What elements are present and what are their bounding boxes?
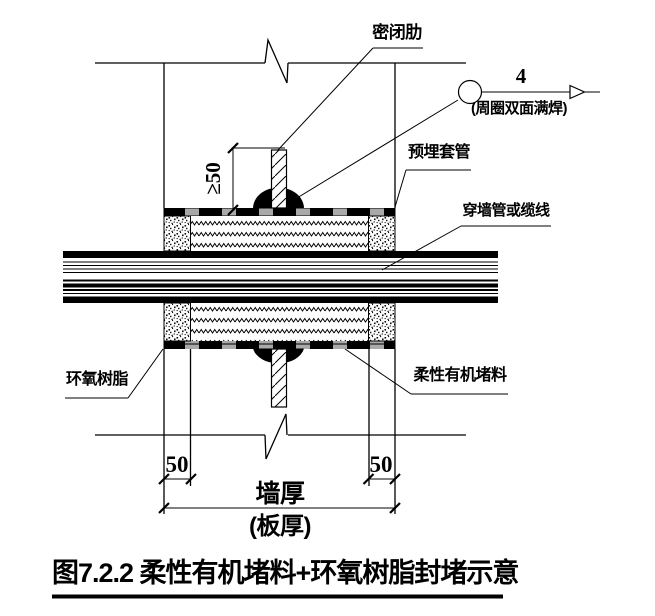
dimension-ticks <box>158 142 401 514</box>
epoxy-column-bottom-right <box>368 302 396 342</box>
weld-arrow-icon <box>569 84 586 100</box>
break-symbol-bottom <box>264 413 288 460</box>
title-underline <box>52 594 503 599</box>
dim-rib-height-line <box>232 147 285 210</box>
leader-pipe-or-cable <box>381 225 551 271</box>
sealed-rib-top-hatch <box>271 150 287 208</box>
dim-left-50-value: 50 <box>165 452 189 477</box>
dim-right-50-value: 50 <box>369 452 393 477</box>
label-epoxy-resin: 环氧树脂 <box>65 371 129 388</box>
epoxy-column-bottom-left <box>163 302 191 342</box>
label-pipe-or-cable: 穿墙管或缆线 <box>462 202 550 219</box>
leader-epoxy-resin <box>65 348 164 399</box>
label-sealed-rib: 密闭肋 <box>372 23 422 42</box>
break-symbol-top <box>264 37 289 84</box>
leader-lines <box>65 47 551 399</box>
flexible-sealant-top <box>190 216 369 251</box>
label-flexible-sealant: 柔性有机堵料 <box>413 367 507 384</box>
embedded-sleeve-flange-top <box>163 208 396 216</box>
leader-embedded-sleeve <box>394 169 471 208</box>
dim-wall-thickness-label: 墙厚 <box>255 480 305 508</box>
sealed-rib-bottom-hatch <box>271 349 287 407</box>
flexible-sealant-bottom <box>190 303 369 341</box>
figure-title: 图7.2.2 柔性有机堵料+环氧树脂封堵示意 <box>52 558 519 588</box>
weld-symbol-circle <box>457 79 483 105</box>
through-wall-pipe <box>63 251 498 303</box>
dim-plate-thickness-label: (板厚) <box>249 513 311 540</box>
leader-flexible-sealant <box>344 348 508 395</box>
weld-symbol <box>457 79 600 105</box>
sealed-rib-assembly <box>253 149 304 408</box>
epoxy-column-top-right <box>368 215 396 252</box>
epoxy-column-top-left <box>163 215 191 252</box>
wall-outline <box>95 37 466 514</box>
label-weld-note: (周圈双面满焊) <box>471 100 568 117</box>
leader-weld <box>296 99 459 199</box>
epoxy-resin-columns <box>163 215 396 342</box>
label-embedded-sleeve: 预埋套管 <box>407 144 471 161</box>
dim-rib-height-value: ≥50 <box>201 162 226 195</box>
label-weld-size: 4 <box>515 64 527 88</box>
leader-sealed-rib <box>277 47 423 151</box>
embedded-sleeve-flange-bottom <box>163 341 396 349</box>
dimension-lines <box>164 147 395 509</box>
